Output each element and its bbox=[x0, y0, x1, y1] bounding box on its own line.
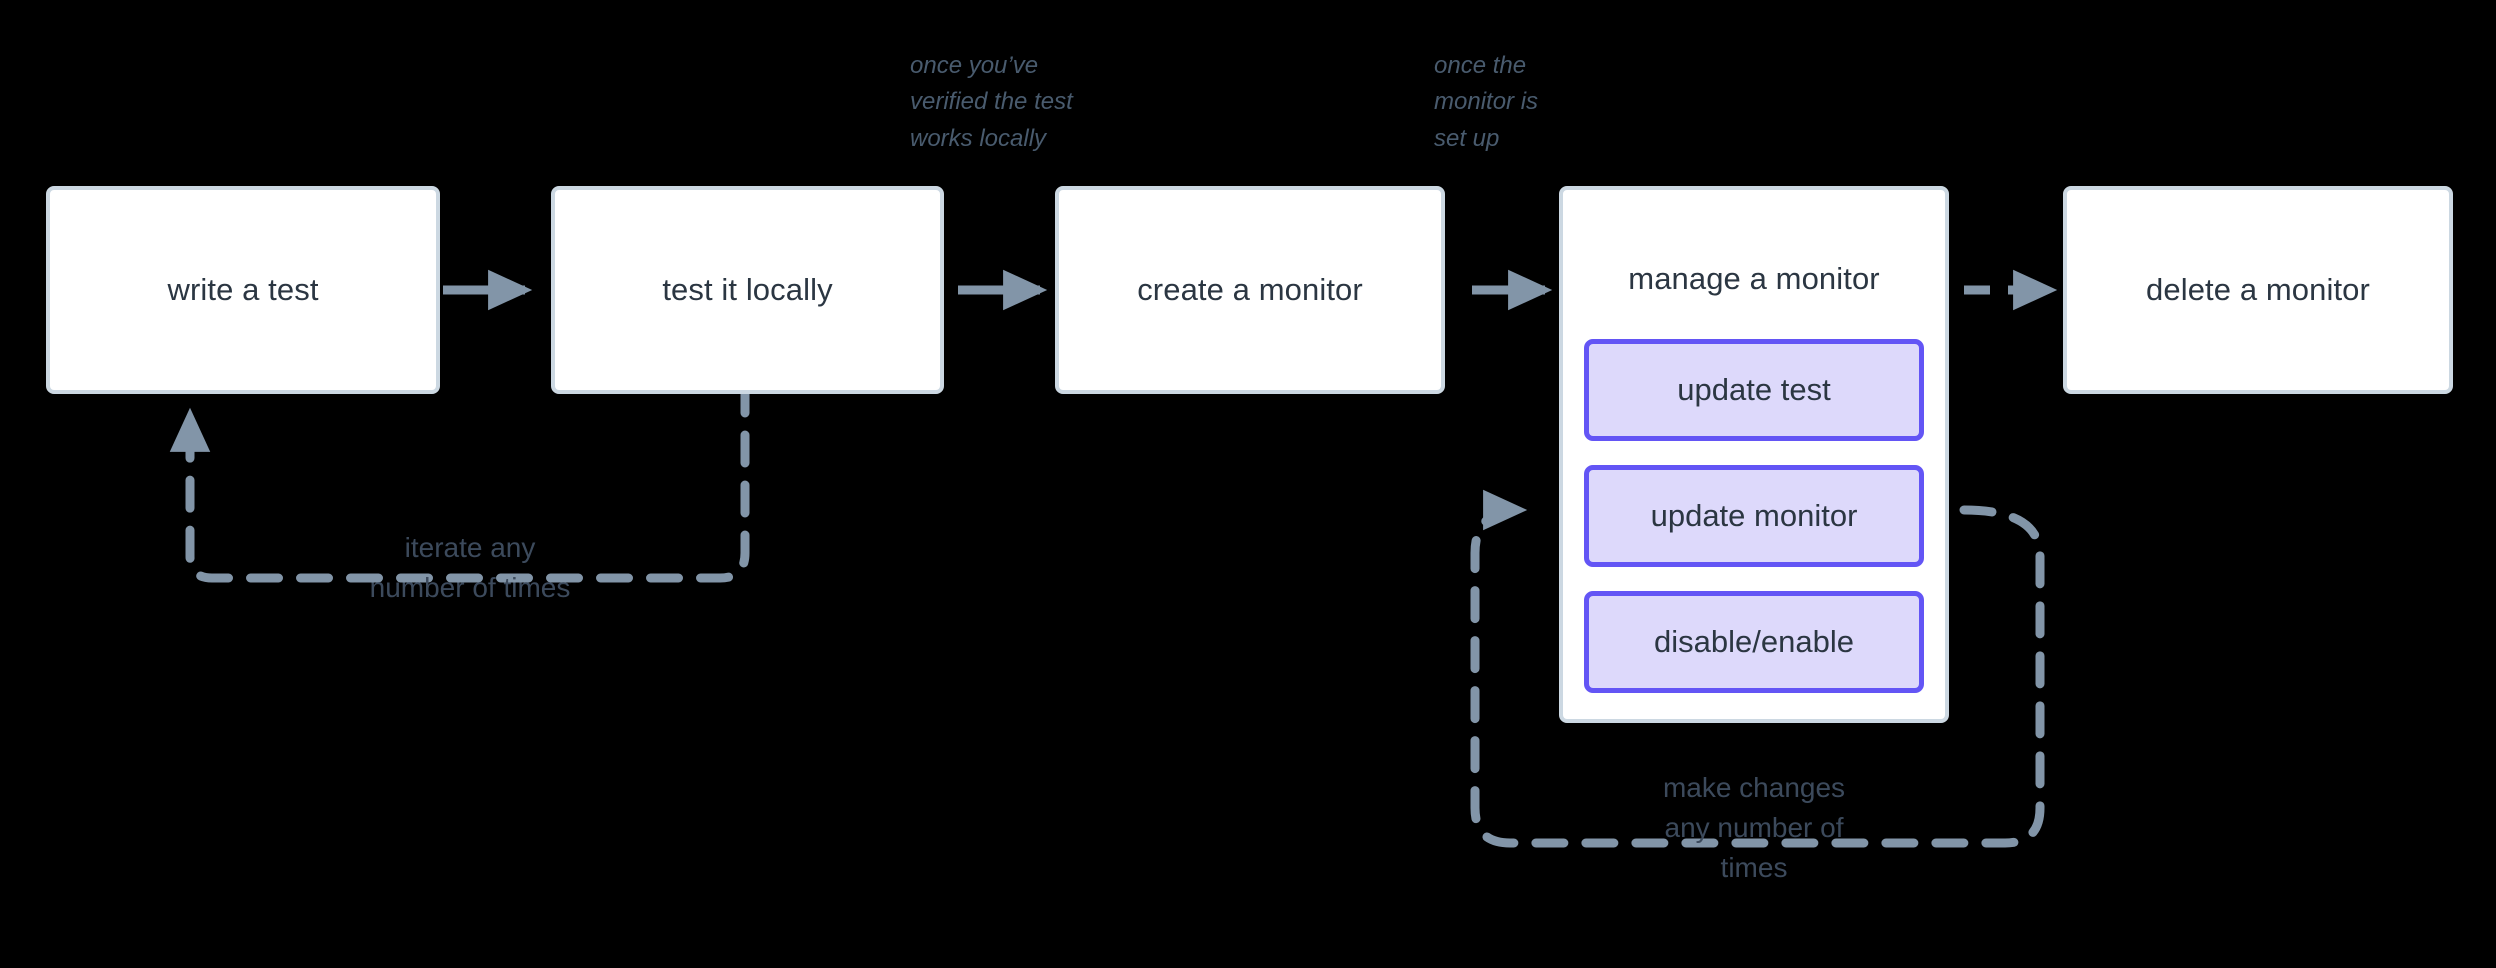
subnode-update-test[interactable]: update test bbox=[1584, 339, 1924, 442]
note-once-monitor-set-up: once the monitor is set up bbox=[1434, 52, 1539, 152]
subnode-label: update test bbox=[1677, 372, 1831, 408]
node-label: manage a monitor bbox=[1628, 260, 1880, 296]
subnode-label: disable/enable bbox=[1654, 624, 1854, 660]
node-label: delete a monitor bbox=[2146, 272, 2370, 308]
loop-label-iterate: iterate any number of times bbox=[369, 532, 571, 603]
note-once-verified: once you’ve verified the test works loca… bbox=[910, 52, 1073, 152]
node-label: write a test bbox=[167, 272, 319, 308]
loop-label-make-changes: make changes any number of times bbox=[1662, 772, 1846, 883]
subnode-label: update monitor bbox=[1650, 498, 1858, 534]
node-delete-a-monitor[interactable]: delete a monitor bbox=[2063, 186, 2453, 394]
subnode-disable-enable[interactable]: disable/enable bbox=[1584, 591, 1924, 694]
node-test-it-locally[interactable]: test it locally bbox=[551, 186, 944, 394]
node-manage-a-monitor[interactable]: manage a monitor update test update moni… bbox=[1559, 186, 1949, 723]
node-label: create a monitor bbox=[1137, 272, 1363, 308]
node-write-a-test[interactable]: write a test bbox=[46, 186, 440, 394]
node-label: test it locally bbox=[662, 272, 833, 308]
subnode-update-monitor[interactable]: update monitor bbox=[1584, 465, 1924, 568]
node-create-a-monitor[interactable]: create a monitor bbox=[1055, 186, 1445, 394]
